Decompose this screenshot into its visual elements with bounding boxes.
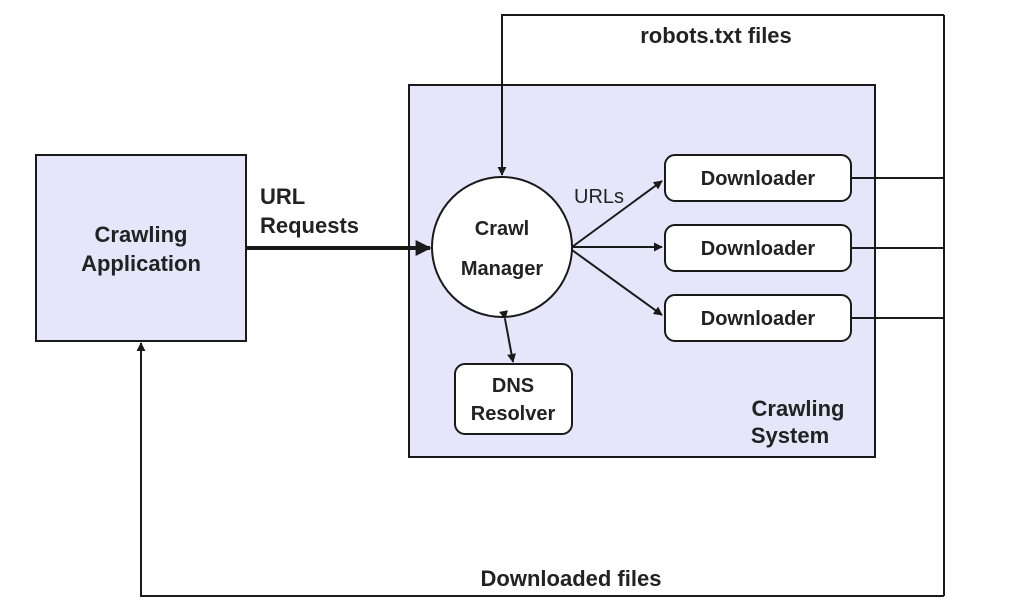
manager-to-downloader-1-arrow <box>571 180 663 248</box>
urls-label: URLs <box>574 186 624 208</box>
robots-feedback-arrow <box>497 14 944 176</box>
crawling-system-label-line2: System <box>751 423 829 448</box>
dns-resolver-label-line1: DNS <box>492 375 534 397</box>
crawl-manager-node <box>431 176 573 318</box>
url-requests-label-line1: URL <box>260 184 305 209</box>
downloader-2: Downloader <box>664 224 852 272</box>
robots-label: robots.txt files <box>640 23 792 48</box>
manager-dns-arrow <box>499 310 516 363</box>
crawling-application-box <box>35 154 247 342</box>
downloader-2-label: Downloader <box>701 238 816 260</box>
url-requests-label-line2: Requests <box>260 213 359 238</box>
downloaded-files-label: Downloaded files <box>481 566 662 591</box>
dns-resolver-box <box>454 363 573 435</box>
downloader-3: Downloader <box>664 294 852 342</box>
downloaded-files-arrow <box>136 342 944 597</box>
crawl-manager-label-line2: Manager <box>461 258 543 280</box>
crawling-application-label-line1: Crawling <box>95 222 188 247</box>
crawl-manager-label-line1: Crawl <box>475 218 529 240</box>
manager-to-downloader-3-arrow <box>571 249 663 316</box>
dns-resolver-label-line2: Resolver <box>471 403 556 425</box>
downloader-1: Downloader <box>664 154 852 202</box>
downloader-3-label: Downloader <box>701 308 816 330</box>
crawling-system-label-line1: Crawling <box>752 396 845 421</box>
downloader-1-label: Downloader <box>701 168 816 190</box>
crawling-application-label-line2: Application <box>81 251 201 276</box>
